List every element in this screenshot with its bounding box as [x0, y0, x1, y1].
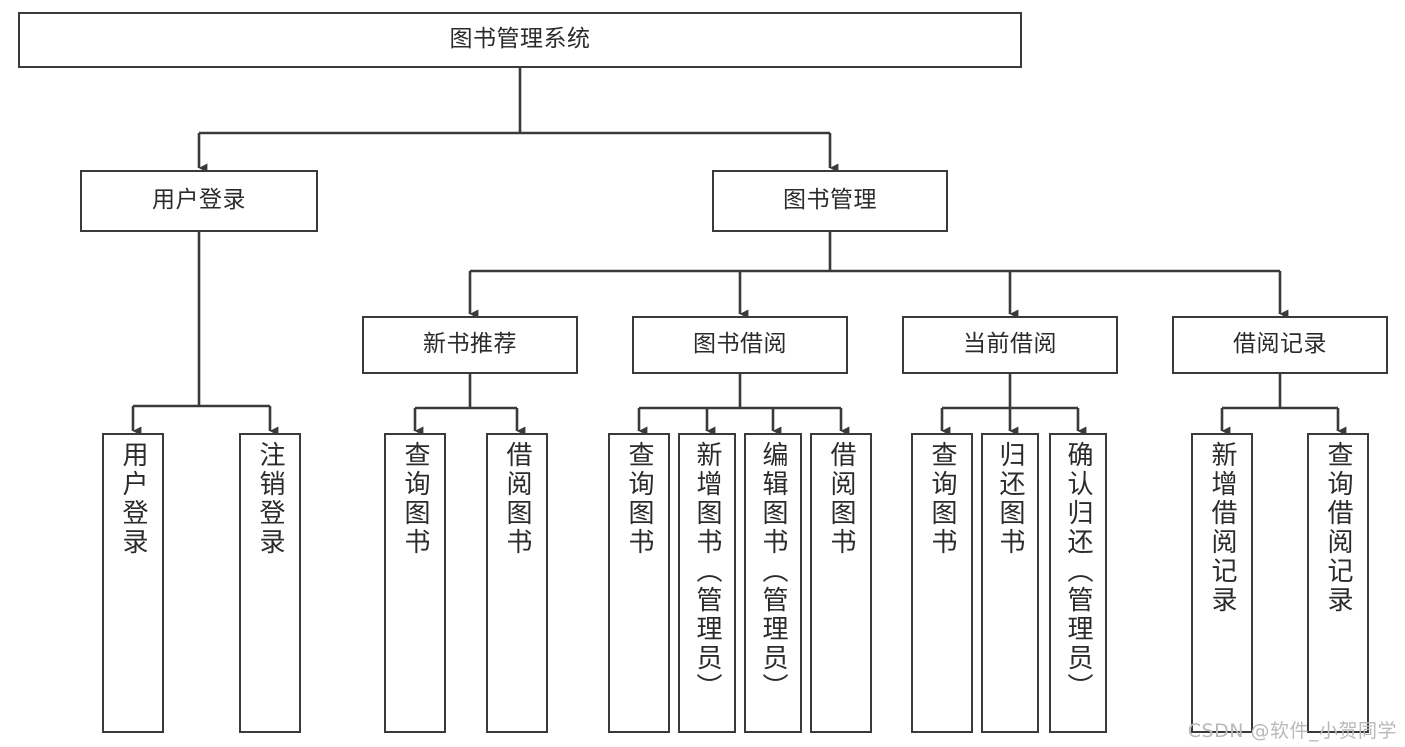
- leaf-user-login-login[interactable]: 用户登录: [102, 433, 164, 733]
- node-label: 新书推荐: [423, 331, 517, 358]
- node-root-system[interactable]: 图书管理系统: [18, 12, 1022, 68]
- node-label: 借阅图书: [502, 441, 532, 557]
- csdn-watermark: CSDN @软件_小贺同学: [1187, 720, 1397, 742]
- node-label: 图书借阅: [693, 331, 787, 358]
- node-label: 确认归还（管理员）: [1063, 441, 1093, 702]
- leaf-recommend-query-book[interactable]: 查询图书: [384, 433, 446, 733]
- node-label: 借阅记录: [1233, 331, 1327, 358]
- node-label: 图书管理系统: [449, 26, 591, 53]
- leaf-recommend-borrow-book[interactable]: 借阅图书: [486, 433, 548, 733]
- leaf-record-add-record[interactable]: 新增借阅记录: [1191, 433, 1253, 733]
- node-label: 编辑图书（管理员）: [758, 441, 788, 702]
- leaf-borrow-borrow-book[interactable]: 借阅图书: [810, 433, 872, 733]
- node-label: 当前借阅: [963, 331, 1057, 358]
- leaf-borrow-edit-book-admin[interactable]: 编辑图书（管理员）: [744, 433, 802, 733]
- node-label: 借阅图书: [826, 441, 856, 557]
- leaf-borrow-add-book-admin[interactable]: 新增图书（管理员）: [678, 433, 736, 733]
- node-label: 新增图书（管理员）: [692, 441, 722, 702]
- node-label: 查询图书: [927, 441, 957, 557]
- node-label: 图书管理: [783, 187, 877, 214]
- node-current-borrow[interactable]: 当前借阅: [902, 316, 1118, 374]
- node-user-login[interactable]: 用户登录: [80, 170, 318, 232]
- node-label: 归还图书: [995, 441, 1025, 557]
- node-book-management[interactable]: 图书管理: [712, 170, 948, 232]
- node-label: 查询借阅记录: [1323, 441, 1353, 615]
- leaf-current-query-book[interactable]: 查询图书: [911, 433, 973, 733]
- leaf-current-return-book[interactable]: 归还图书: [981, 433, 1039, 733]
- node-label: 查询图书: [624, 441, 654, 557]
- node-label: 用户登录: [152, 187, 246, 214]
- node-label: 查询图书: [400, 441, 430, 557]
- leaf-borrow-query-book[interactable]: 查询图书: [608, 433, 670, 733]
- leaf-record-query-record[interactable]: 查询借阅记录: [1307, 433, 1369, 733]
- node-new-book-recommend[interactable]: 新书推荐: [362, 316, 578, 374]
- node-label: 新增借阅记录: [1207, 441, 1237, 615]
- node-label: 用户登录: [118, 441, 148, 557]
- node-label: 注销登录: [255, 441, 285, 557]
- leaf-user-login-logout[interactable]: 注销登录: [239, 433, 301, 733]
- leaf-current-confirm-return-admin[interactable]: 确认归还（管理员）: [1049, 433, 1107, 733]
- node-book-borrow[interactable]: 图书借阅: [632, 316, 848, 374]
- node-borrow-record[interactable]: 借阅记录: [1172, 316, 1388, 374]
